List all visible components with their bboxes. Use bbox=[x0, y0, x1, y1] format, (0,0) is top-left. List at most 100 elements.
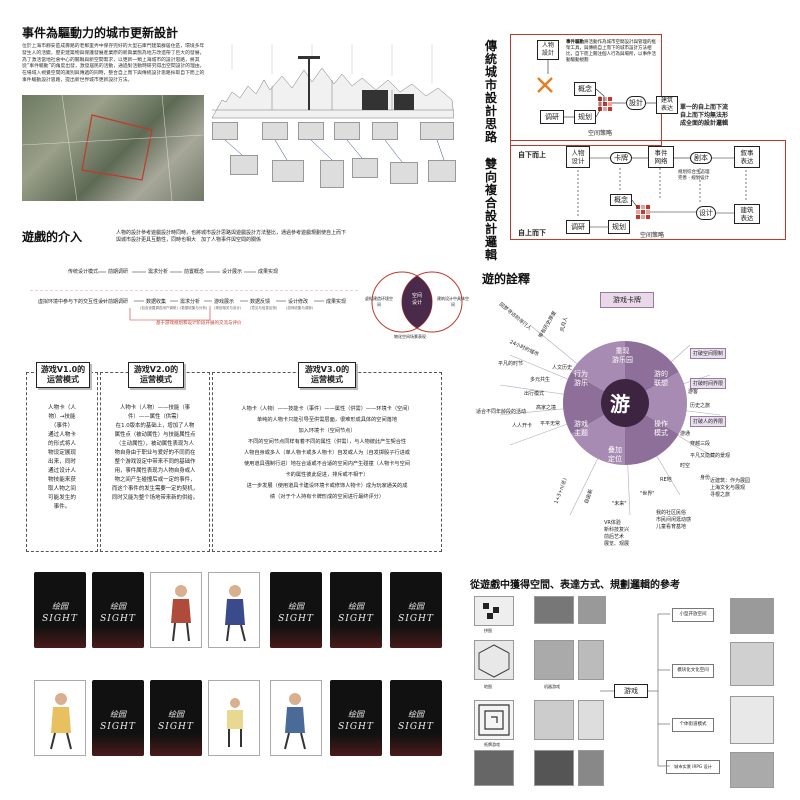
card-back[interactable]: 绘园 SIGHT bbox=[34, 572, 86, 648]
radial-diagram bbox=[499, 324, 721, 516]
ref-thumb bbox=[474, 640, 514, 680]
character-card[interactable] bbox=[34, 680, 86, 756]
ref-thumb bbox=[578, 640, 604, 680]
petal-6: 行为 游乐 bbox=[574, 370, 588, 387]
card-logo-bottom: SIGHT bbox=[158, 722, 194, 732]
mode-v3-head: 游戏V3.0的 运营模式 bbox=[298, 362, 356, 388]
petal-1: 重现 游乐园 bbox=[612, 347, 633, 364]
ref-thumb bbox=[534, 640, 574, 680]
site-boundary bbox=[81, 114, 153, 181]
row2-step: 数据反馈 bbox=[250, 299, 271, 305]
event-driven-note-body: 將活動作為城市空間設計與管理的框架工具，與傳統自上而下的城市設計方法相比，自下而… bbox=[566, 40, 656, 63]
row1-step: 前置概念 bbox=[184, 269, 205, 275]
bottom-misc: "世界" bbox=[640, 491, 655, 497]
right-item: 历史之旅 bbox=[690, 403, 711, 409]
box-plan: 规划 bbox=[574, 110, 596, 124]
card-logo-top: 绘园 bbox=[52, 602, 68, 611]
row1-arrows bbox=[98, 271, 256, 273]
box-concept: 概念 bbox=[574, 82, 596, 96]
feedback-note: 基于游戏规划和设计阶段开展的交流与评价 bbox=[156, 321, 242, 326]
ref-thumb bbox=[578, 596, 606, 624]
petal-4: 叠加 定位 bbox=[608, 446, 622, 463]
box-people-design: 人物 設計 bbox=[537, 40, 559, 60]
left-item: 平凡的时节 bbox=[498, 361, 524, 367]
box-people-design-2: 人物 设计 bbox=[566, 146, 590, 168]
left-item: 人文历史 bbox=[552, 365, 573, 371]
row1-step: 设计展示 bbox=[222, 269, 243, 275]
box-output: 建筑 表达 bbox=[656, 96, 678, 114]
section-title-game-intervention: 遊戲的介入 bbox=[22, 230, 83, 244]
right-item: 时空 bbox=[680, 463, 691, 469]
row1-label: 传统设计模式 bbox=[68, 269, 99, 275]
right-item: 穿越三段 bbox=[690, 441, 711, 447]
character-card[interactable] bbox=[208, 680, 260, 756]
row2-arrows bbox=[30, 290, 360, 321]
row1-step: 成果实现 bbox=[258, 269, 279, 275]
card-logo-bottom: SIGHT bbox=[398, 722, 434, 732]
bottom-misc: "未来" bbox=[612, 501, 627, 507]
box-game: 游戏 bbox=[614, 684, 648, 698]
card-logo-top: 绘园 bbox=[348, 710, 364, 719]
ref-thumb bbox=[578, 700, 604, 740]
label-strategy-2: 空间策略 bbox=[640, 232, 665, 239]
photo-leader-lines bbox=[224, 140, 445, 163]
row1-step: 前期调研 bbox=[108, 269, 129, 275]
row2-step: 数据收集 bbox=[146, 299, 167, 305]
photo-thumb bbox=[352, 158, 378, 178]
photo-thumb bbox=[372, 122, 398, 140]
box-survey-2: 调研 bbox=[566, 220, 590, 234]
card-logo-bottom: SIGHT bbox=[42, 614, 78, 624]
card-logo-bottom: SIGHT bbox=[100, 722, 136, 732]
ref-label: 机器游戏 bbox=[544, 684, 560, 689]
mode-v2-head: 游戏V2.0的 运营模式 bbox=[128, 362, 184, 388]
photo-thumb bbox=[298, 122, 324, 140]
petal-3: 操作 模式 bbox=[654, 420, 668, 437]
card-back[interactable]: 绘园 SIGHT bbox=[390, 572, 442, 648]
event-driven-note-title: 事件驅動 bbox=[566, 40, 584, 45]
traditional-frame bbox=[510, 34, 662, 146]
venn-left: 虚拟建造环境空间 bbox=[365, 296, 393, 307]
aerial-photo bbox=[22, 95, 204, 201]
character-card[interactable] bbox=[150, 572, 202, 648]
ref-label: 纸牌游戏 bbox=[484, 742, 500, 747]
card-logo-top: 绘园 bbox=[408, 602, 424, 611]
box-survey: 调研 bbox=[540, 110, 564, 124]
venn-diagram bbox=[371, 271, 463, 333]
box-design: 設計 bbox=[626, 96, 646, 110]
left-item: 多元共生 bbox=[530, 377, 551, 383]
left-item: 出行模式 bbox=[524, 391, 545, 397]
dual-frame bbox=[510, 140, 786, 240]
right-item: 平凡又隐藏的景观 bbox=[690, 453, 731, 459]
left-item: 适合不同年龄段的活动 bbox=[476, 409, 527, 415]
box-narrative: 叙事 表达 bbox=[734, 146, 760, 168]
street-elevation-sketch bbox=[211, 40, 455, 120]
venn-bottom: 物化空间场景表现 bbox=[394, 334, 426, 339]
row2-step: 游戏展示 bbox=[214, 299, 235, 305]
ref-thumb bbox=[534, 700, 574, 740]
photo-thumb bbox=[262, 122, 288, 140]
tag-break-space: 打破空间限制 bbox=[690, 348, 727, 359]
character-card[interactable] bbox=[208, 572, 260, 648]
photo-thumb bbox=[428, 160, 456, 182]
petal-2: 游的 联想 bbox=[654, 370, 668, 387]
section-title-urban-renewal: 事件為驅動力的城市更新設計 bbox=[22, 26, 179, 40]
card-logo-bottom: SIGHT bbox=[398, 614, 434, 624]
left-item: 平平无常 bbox=[540, 421, 561, 427]
photo-thumb bbox=[320, 160, 344, 188]
ref-thumb bbox=[534, 596, 574, 624]
bottom-item-architecture: 近建筑：作为展园 上海文化与展观 寻根之旅 bbox=[710, 478, 751, 498]
box-cards: 卡牌 bbox=[610, 152, 632, 164]
row2-note: (数据收集与分析) bbox=[180, 306, 208, 310]
ref-thumb bbox=[730, 696, 774, 744]
row2-note: (包含设置调查用户调研) bbox=[140, 306, 178, 310]
right-item: 身份 bbox=[700, 475, 711, 481]
section-title-interpretation: 遊的詮釋 bbox=[482, 272, 531, 286]
character-card[interactable] bbox=[270, 680, 322, 756]
